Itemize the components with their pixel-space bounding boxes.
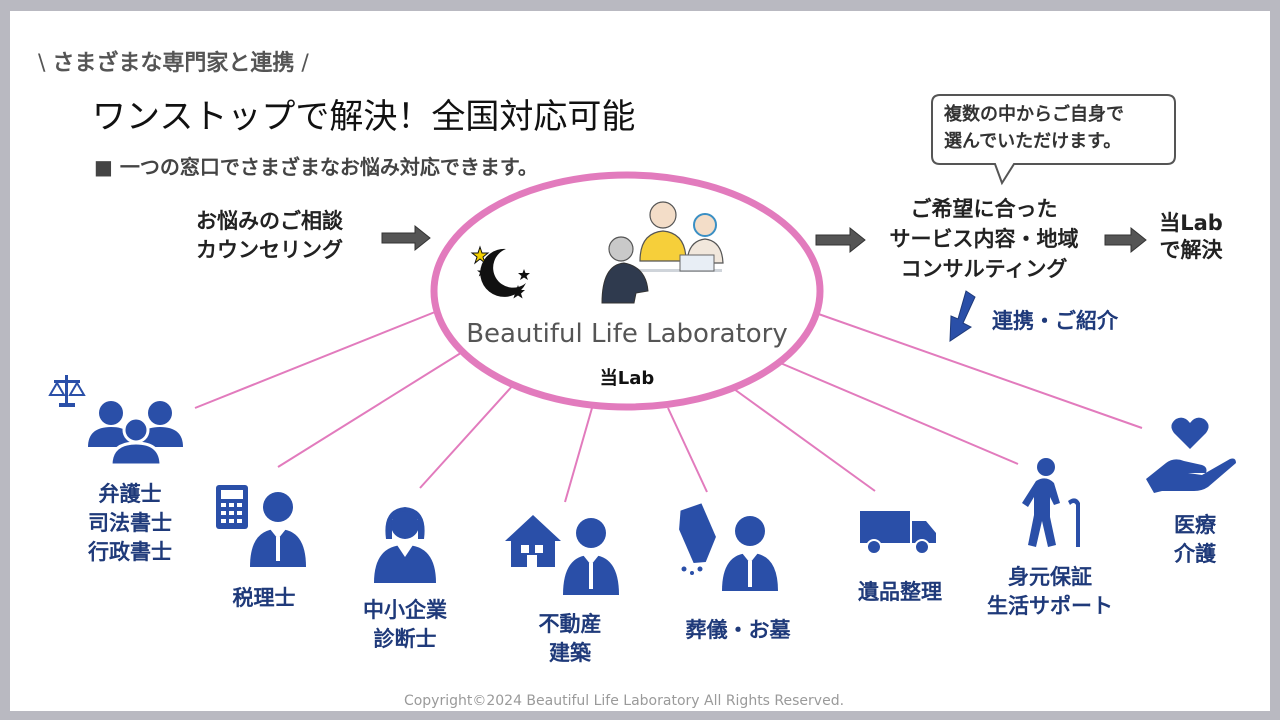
elderly-with-cane-icon [1022, 458, 1080, 547]
sme-consultant-icon [374, 507, 436, 583]
page-title: ワンストップで解決！全国対応可能 [92, 97, 636, 137]
funeral-coffin-icon [679, 503, 778, 591]
flow-step2-line1: ご希望に合った [910, 197, 1058, 221]
callout-line-1: 複数の中からご自身で [944, 104, 1124, 125]
consultation-illustration-icon [601, 201, 724, 304]
page-subtitle: ■ 一つの窓口でさまざまなお悩み対応できます。 [94, 155, 538, 179]
partner-sme-line1: 中小企業 [363, 598, 447, 622]
partner-sme-line2: 診断士 [373, 627, 437, 651]
arrow-right-2 [815, 226, 866, 254]
partner-belongings-label: 遺品整理 [830, 578, 970, 607]
partner-estate-label: 不動産 建築 [510, 610, 630, 668]
partner-medical-line2: 介護 [1174, 542, 1216, 566]
partner-estate-line2: 建築 [549, 641, 591, 665]
header-tag: \ さまざまな専門家と連携 / [38, 45, 309, 77]
partner-guarantee-label: 身元保証 生活サポート [970, 563, 1130, 621]
arrow-right-3 [1104, 226, 1147, 254]
partner-estate-line1: 不動産 [538, 612, 602, 636]
real-estate-icon [505, 515, 619, 595]
center-short-name: 当Lab [599, 368, 655, 389]
partner-belongings-line1: 遺品整理 [858, 580, 942, 604]
header-tag-text: さまざまな専門家と連携 [52, 51, 295, 76]
connector-medical [809, 310, 1143, 429]
flow-step3-line1: 当Lab [1159, 211, 1223, 235]
partner-lawyer-line1: 弁護士 [98, 482, 162, 506]
footer-copyright: Copyright©2024 Beautiful Life Laboratory… [403, 693, 845, 709]
callout-bubble [931, 94, 1176, 186]
connector-funeral [667, 407, 708, 493]
referral-label: 連携・ご紹介 [992, 309, 1118, 333]
flow-step1-line2: カウンセリング [196, 238, 343, 262]
partner-lawyer-label: 弁護士 司法書士 行政書士 [60, 480, 200, 567]
partner-tax-line1: 税理士 [232, 586, 296, 610]
partner-lawyer-line3: 行政書士 [88, 540, 172, 564]
truck-icon [860, 511, 936, 555]
arrow-down [949, 290, 976, 342]
partner-sme-label: 中小企業 診断士 [345, 596, 465, 654]
partner-funeral-line1: 葬儀・お墓 [685, 618, 791, 642]
flow-step-solve: 当Lab で解決 [1150, 210, 1232, 264]
partner-medical-label: 医療 介護 [1135, 511, 1255, 569]
connector-belongings [733, 388, 876, 492]
flow-step2-line2: サービス内容・地域 [889, 227, 1079, 251]
arrow-right-1 [381, 224, 431, 252]
tag-slash-right: / [294, 51, 309, 76]
heart-in-hand-icon [1146, 417, 1236, 493]
callout-line-2: 選んでいただけます。 [944, 131, 1122, 152]
partner-medical-line1: 医療 [1174, 513, 1216, 537]
flow-step3-line2: で解決 [1159, 238, 1223, 262]
connector-sme [419, 382, 516, 489]
moon-stars-icon [470, 245, 530, 299]
connector-tax [277, 345, 473, 468]
tag-slash-left: \ [38, 51, 53, 76]
partner-tax-label: 税理士 [204, 584, 324, 613]
partner-guarantee-line1: 身元保証 [1008, 565, 1092, 589]
slide: \ さまざまな専門家と連携 / ワンストップで解決！全国対応可能 ■ 一つの窓口… [10, 11, 1270, 711]
callout-text: 複数の中からご自身で 選んでいただけます。 [944, 101, 1174, 155]
lawyer-group-icon [48, 375, 183, 465]
connector-guarantee [777, 361, 1019, 465]
center-name: Beautiful Life Laboratory [466, 319, 788, 349]
connector-estate [564, 407, 593, 503]
partner-funeral-label: 葬儀・お墓 [658, 616, 818, 645]
flow-step-consult: お悩みのご相談 カウンセリング [196, 207, 343, 265]
flow-step2-line3: コンサルティング [900, 257, 1068, 281]
partner-guarantee-line2: 生活サポート [987, 594, 1113, 618]
flow-step1-line1: お悩みのご相談 [196, 209, 343, 233]
flow-step-consulting: ご希望に合った サービス内容・地域 コンサルティング [866, 194, 1102, 284]
tax-accountant-icon [216, 485, 306, 567]
connector-lawyer [194, 305, 451, 409]
partner-lawyer-line2: 司法書士 [88, 511, 172, 535]
